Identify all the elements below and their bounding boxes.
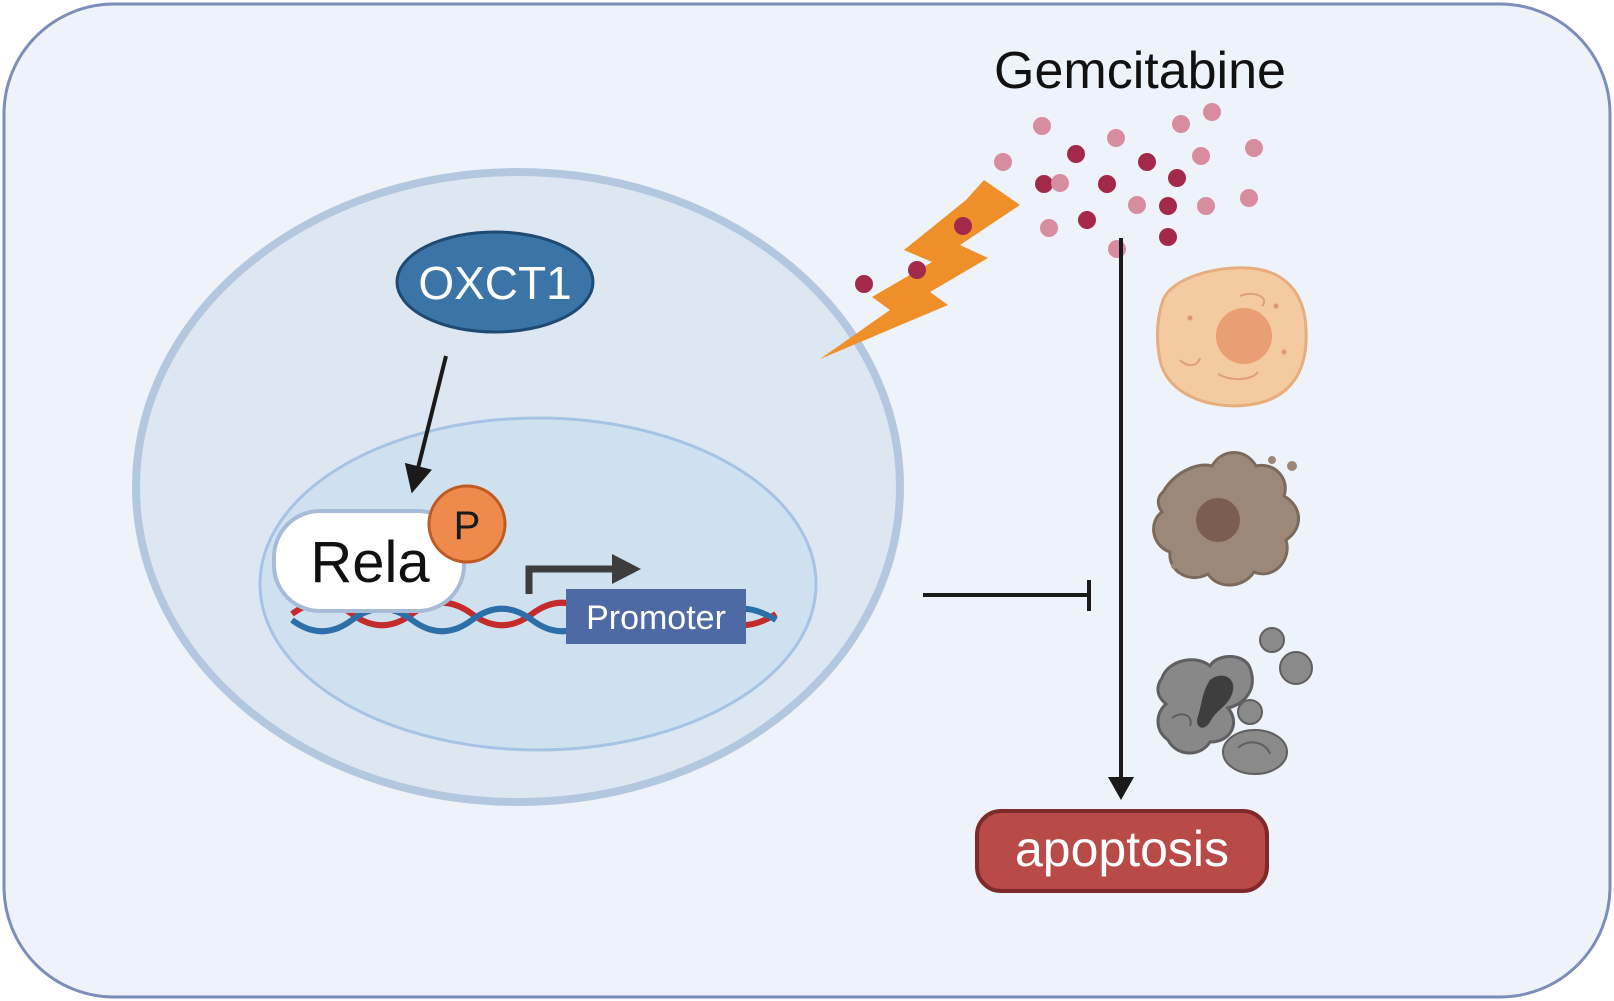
promoter-box: Promoter bbox=[566, 589, 746, 644]
apoptotic-cell-icon bbox=[1156, 627, 1313, 775]
drug-particle bbox=[1035, 175, 1053, 193]
drug-particle bbox=[1203, 103, 1221, 121]
drug-particle bbox=[1078, 211, 1096, 229]
promoter-label: Promoter bbox=[586, 599, 726, 637]
drug-particle bbox=[1128, 196, 1146, 214]
drug-particle bbox=[908, 261, 926, 279]
oxct1-label: OXCT1 bbox=[418, 257, 571, 309]
shrinking-cell-icon bbox=[1152, 451, 1300, 587]
oxct1-node: OXCT1 bbox=[395, 230, 595, 334]
drug-particle bbox=[1138, 153, 1156, 171]
phosphate-label: P bbox=[454, 504, 481, 548]
apoptosis-label: apoptosis bbox=[1015, 821, 1229, 877]
drug-particle bbox=[1240, 189, 1258, 207]
transcription-start-arrow bbox=[525, 565, 616, 594]
drug-particle bbox=[1098, 175, 1116, 193]
drug-particle bbox=[1067, 145, 1085, 163]
drug-particle bbox=[954, 217, 972, 235]
phosphate-node: P bbox=[427, 484, 507, 564]
drug-particle bbox=[1159, 228, 1177, 246]
drug-particle bbox=[1197, 197, 1215, 215]
nucleus bbox=[258, 416, 818, 752]
drug-particle bbox=[1108, 240, 1126, 258]
activation-arrow bbox=[404, 355, 448, 494]
drug-particle bbox=[1168, 169, 1186, 187]
drug-particle bbox=[1245, 139, 1263, 157]
drug-particle bbox=[1040, 219, 1058, 237]
drug-particle bbox=[1051, 174, 1069, 192]
rela-node: Rela bbox=[272, 509, 466, 613]
rela-label: Rela bbox=[310, 530, 430, 595]
gemcitabine-label: Gemcitabine bbox=[994, 42, 1286, 100]
drug-particle bbox=[994, 153, 1012, 171]
drug-particle bbox=[1159, 197, 1177, 215]
drug-particle bbox=[1033, 117, 1051, 135]
drug-particle bbox=[1107, 129, 1125, 147]
drug-particle bbox=[1192, 147, 1210, 165]
gemcitabine-particles bbox=[855, 103, 1263, 293]
drug-particle bbox=[855, 275, 873, 293]
inhibition-symbol bbox=[923, 580, 1091, 611]
healthy-cell-icon bbox=[1155, 266, 1308, 408]
apoptosis-node: apoptosis bbox=[975, 809, 1269, 893]
drug-particle bbox=[1172, 115, 1190, 133]
